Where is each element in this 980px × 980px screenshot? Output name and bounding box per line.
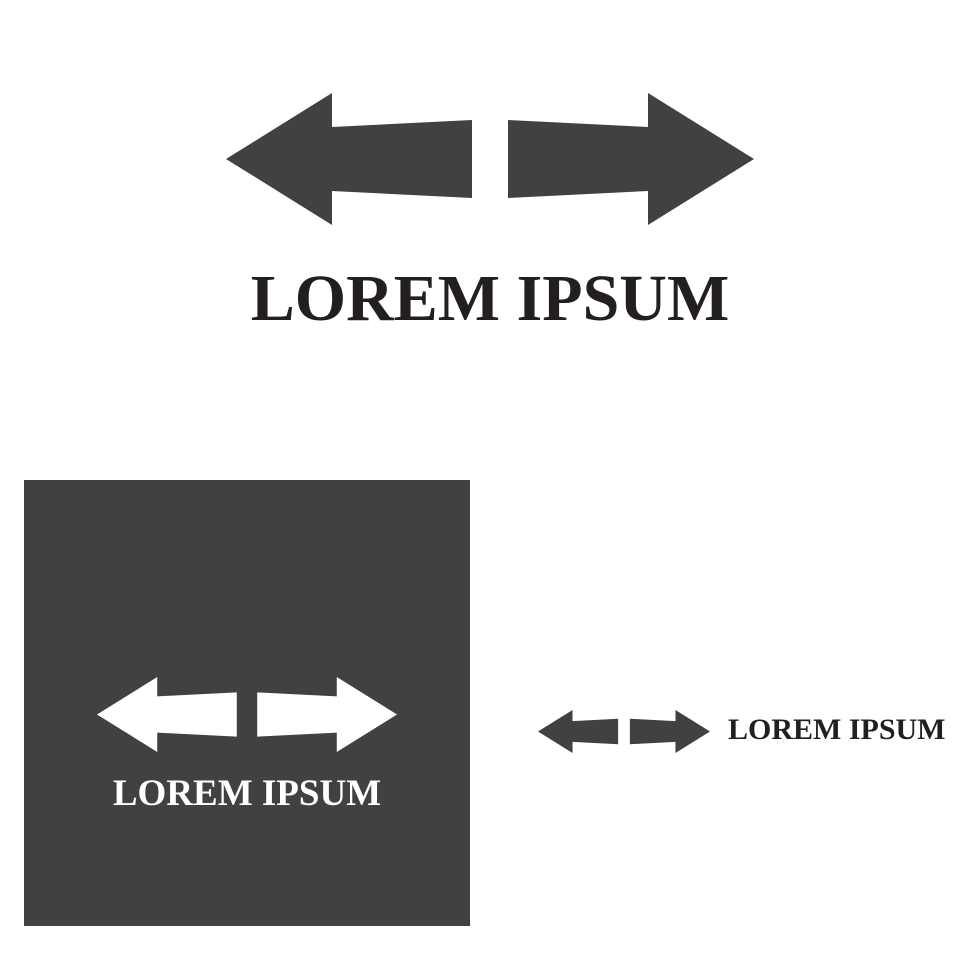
- right-arrow-icon: [257, 677, 397, 752]
- right-arrow-icon: [629, 710, 710, 753]
- brand-wordmark: LOREM IPSUM: [728, 713, 946, 746]
- logo-dark-panel-variant: LOREM IPSUM: [24, 480, 470, 926]
- double-arrow-icon: [538, 710, 710, 753]
- brand-wordmark: LOREM IPSUM: [112, 773, 382, 814]
- right-arrow-icon: [508, 93, 754, 225]
- left-arrow-icon: [226, 93, 472, 225]
- double-arrow-icon: [226, 93, 754, 225]
- left-arrow-icon: [538, 710, 619, 753]
- brand-wordmark: LOREM IPSUM: [250, 262, 730, 335]
- left-arrow-icon: [97, 677, 237, 752]
- double-arrow-icon: [97, 677, 397, 752]
